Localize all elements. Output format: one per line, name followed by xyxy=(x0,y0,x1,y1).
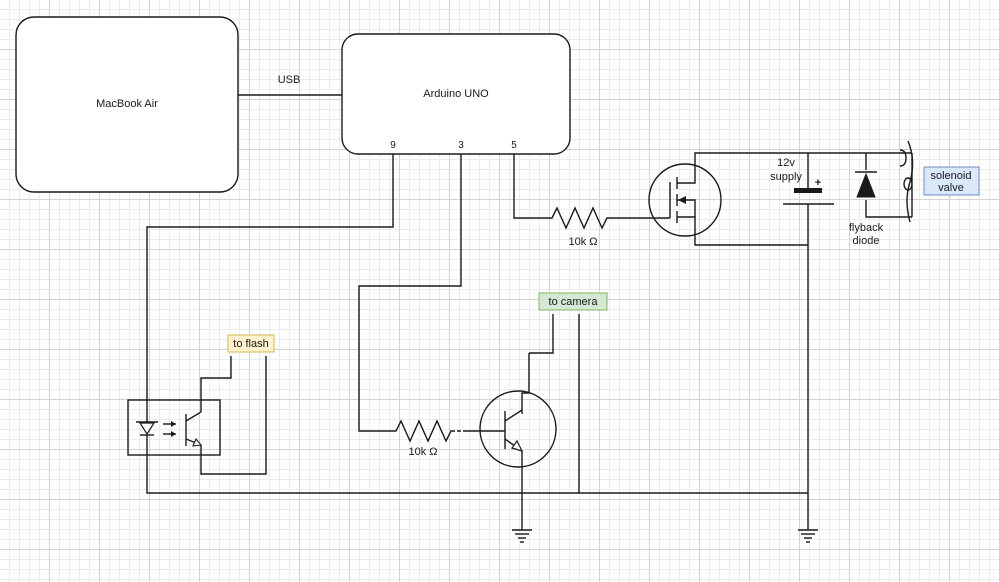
base-resistor xyxy=(390,419,466,443)
diode-bottom-wire xyxy=(865,200,912,218)
diode-label-line2: diode xyxy=(853,235,880,247)
usb-label: USB xyxy=(278,74,301,86)
pin5-label: 5 xyxy=(511,140,517,151)
solenoid-tag-line2: valve xyxy=(938,182,964,194)
arduino-label: Arduino UNO xyxy=(423,88,489,100)
supply-label-line1: 12v xyxy=(777,157,795,169)
macbook-block: MacBook Air xyxy=(15,16,239,193)
camera-tag: to camera xyxy=(538,292,608,311)
solenoid-valve-tag: solenoid valve xyxy=(923,166,980,196)
flash-tag: to flash xyxy=(227,334,275,353)
collector-wire xyxy=(521,353,530,414)
gate-resistor xyxy=(544,206,610,230)
camera-tag-label: to camera xyxy=(549,296,599,308)
pin5-wire xyxy=(513,154,544,219)
gate-resistor-label: 10k Ω xyxy=(568,236,597,248)
supply-plus-sign: + xyxy=(815,177,821,189)
source-wire xyxy=(694,222,808,246)
npn-transistor xyxy=(466,390,557,468)
battery-supply xyxy=(783,188,834,205)
solenoid-tag-line1: solenoid xyxy=(931,170,972,182)
solenoid-coil xyxy=(899,140,914,223)
opto-collector-wire xyxy=(200,356,232,412)
diode-label-line1: flyback xyxy=(849,222,884,234)
pin9-label: 9 xyxy=(390,140,396,151)
flyback-diode xyxy=(855,171,877,198)
pin3-label: 3 xyxy=(458,140,464,151)
ground-bus xyxy=(146,452,808,494)
mosfet xyxy=(648,163,722,237)
ground-symbol xyxy=(512,529,532,543)
ground-symbol xyxy=(798,529,818,543)
camera-lead-left xyxy=(529,314,554,354)
arduino-block: Arduino UNO 9 3 5 xyxy=(341,33,571,155)
flash-tag-label: to flash xyxy=(233,338,268,350)
base-resistor-label: 10k Ω xyxy=(408,446,437,458)
opto-emitter-wire xyxy=(200,356,267,475)
supply-label-line2: supply xyxy=(770,171,802,183)
pin9-wire xyxy=(146,154,394,422)
pin3-wire xyxy=(358,154,462,432)
macbook-label: MacBook Air xyxy=(96,98,158,110)
drain-wire xyxy=(694,152,912,168)
optocoupler xyxy=(127,399,221,456)
